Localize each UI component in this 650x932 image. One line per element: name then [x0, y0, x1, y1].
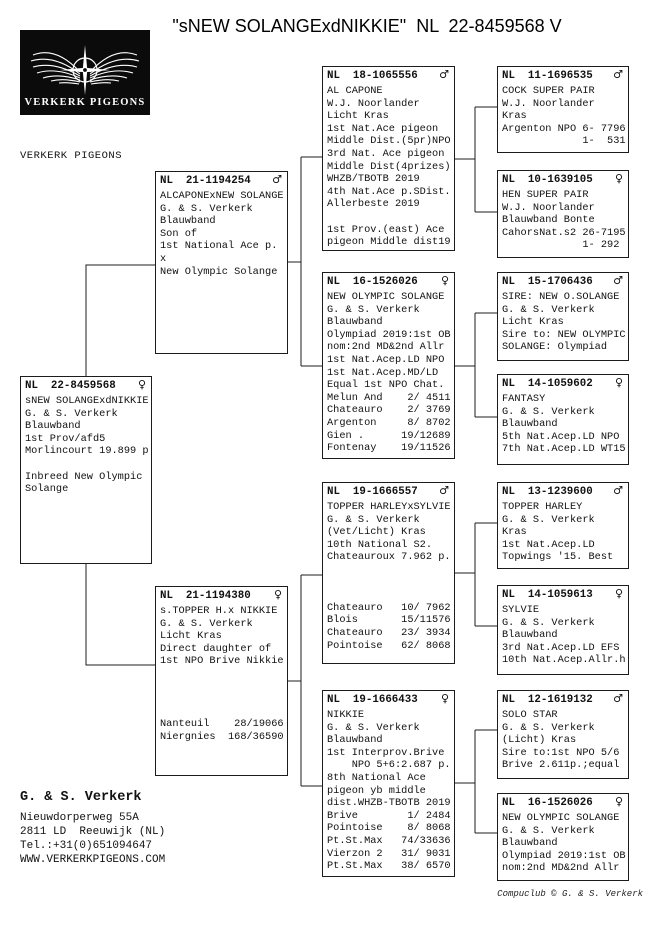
compuclub-credit: Compuclub © G. & S. Verkerk — [497, 889, 643, 899]
pedigree-box-dd-dam: NL 16-1526026 ♀ NEW OLYMPIC SOLANGE G. &… — [497, 793, 629, 881]
ring-number: NL 22-8459568 — [25, 380, 116, 392]
ring-header: NL 10-1639105 ♀ — [498, 171, 628, 187]
pedigree-box-sire-sire: NL 18-1065556 ♂ AL CAPONE W.J. Noorlande… — [322, 66, 455, 251]
male-icon: ♂ — [272, 173, 282, 186]
ring-number: NL 19-1666433 — [327, 694, 418, 706]
ring-header: NL 12-1619132 ♂ — [498, 691, 628, 707]
male-icon: ♂ — [613, 68, 623, 81]
pedigree-box-sire-dam: NL 16-1526026 ♀ NEW OLYMPIC SOLANGE G. &… — [322, 272, 455, 459]
male-icon: ♂ — [439, 484, 449, 497]
pedigree-details: NEW OLYMPIC SOLANGE G. & S. Verkerk Blau… — [502, 812, 626, 875]
ring-number: NL 19-1666557 — [327, 486, 418, 498]
owner-website: WWW.VERKERKPIGEONS.COM — [20, 854, 166, 866]
female-icon: ♀ — [614, 172, 623, 185]
ring-header: NL 22-8459568 ♀ — [21, 377, 151, 393]
ring-number: NL 11-1696535 — [502, 70, 593, 82]
ring-number: NL 16-1526026 — [502, 797, 593, 809]
male-icon: ♂ — [613, 484, 623, 497]
pedigree-details: NIKKIE G. & S. Verkerk Blauwband 1st Int… — [327, 709, 451, 873]
owner-name: G. & S. Verkerk — [20, 790, 142, 805]
ring-header: NL 16-1526026 ♀ — [498, 794, 628, 810]
watermark-text: VERKERK PIGEONS — [20, 150, 123, 162]
ring-header: NL 19-1666433 ♀ — [323, 691, 454, 707]
ring-header: NL 14-1059602 ♀ — [498, 375, 628, 391]
pedigree-details: HEN SUPER PAIR W.J. Noorlander Blauwband… — [502, 189, 626, 252]
pedigree-details: SIRE: NEW O.SOLANGE G. & S. Verkerk Lich… — [502, 291, 626, 354]
pedigree-details: COCK SUPER PAIR W.J. Noorlander Kras Arg… — [502, 85, 626, 148]
page-title: "sNEW SOLANGExdNIKKIE" NL 22-8459568 V — [172, 16, 562, 36]
pedigree-box-ss-dam: NL 10-1639105 ♀ HEN SUPER PAIR W.J. Noor… — [497, 170, 629, 258]
ring-header: NL 14-1059613 ♀ — [498, 586, 628, 602]
ring-header: NL 18-1065556 ♂ — [323, 67, 454, 83]
pedigree-box-subject: NL 22-8459568 ♀ sNEW SOLANGExdNIKKIE G. … — [20, 376, 152, 564]
ring-header: NL 16-1526026 ♀ — [323, 273, 454, 289]
pedigree-details: SYLVIE G. & S. Verkerk Blauwband 3rd Nat… — [502, 604, 626, 667]
ring-header: NL 19-1666557 ♂ — [323, 483, 454, 499]
pedigree-details: FANTASY G. & S. Verkerk Blauwband 5th Na… — [502, 393, 626, 456]
pedigree-details: ALCAPONExNEW SOLANGE G. & S. Verkerk Bla… — [160, 190, 284, 278]
ring-number: NL 13-1239600 — [502, 486, 593, 498]
female-icon: ♀ — [614, 795, 623, 808]
female-icon: ♀ — [273, 588, 282, 601]
pedigree-box-dam-dam: NL 19-1666433 ♀ NIKKIE G. & S. Verkerk B… — [322, 690, 455, 877]
pedigree-details: NEW OLYMPIC SOLANGE G. & S. Verkerk Blau… — [327, 291, 451, 455]
ring-header: NL 21-1194254 ♂ — [156, 172, 287, 188]
ring-number: NL 21-1194254 — [160, 175, 251, 187]
pedigree-box-sd-sire: NL 15-1706436 ♂ SIRE: NEW O.SOLANGE G. &… — [497, 272, 629, 361]
ring-header: NL 15-1706436 ♂ — [498, 273, 628, 289]
ring-number: NL 15-1706436 — [502, 276, 593, 288]
pedigree-box-dd-sire: NL 12-1619132 ♂ SOLO STAR G. & S. Verker… — [497, 690, 629, 779]
pedigree-details: TOPPER HARLEYxSYLVIE G. & S. Verkerk (Ve… — [327, 501, 451, 652]
owner-address-city: 2811 LD Reeuwijk (NL) — [20, 826, 166, 838]
compass-icon — [60, 45, 110, 95]
female-icon: ♀ — [614, 587, 623, 600]
pedigree-box-ss-sire: NL 11-1696535 ♂ COCK SUPER PAIR W.J. Noo… — [497, 66, 629, 153]
female-icon: ♀ — [440, 274, 449, 287]
female-icon: ♀ — [614, 376, 623, 389]
female-icon: ♀ — [440, 692, 449, 705]
pedigree-details: sNEW SOLANGExdNIKKIE G. & S. Verkerk Bla… — [25, 395, 149, 496]
male-icon: ♂ — [613, 692, 623, 705]
pedigree-box-ds-dam: NL 14-1059613 ♀ SYLVIE G. & S. Verkerk B… — [497, 585, 629, 675]
verkerk-pigeons-logo: VERKERK PIGEONS — [20, 30, 150, 115]
pedigree-box-ds-sire: NL 13-1239600 ♂ TOPPER HARLEY G. & S. Ve… — [497, 482, 629, 569]
ring-header: NL 13-1239600 ♂ — [498, 483, 628, 499]
pedigree-box-dam: NL 21-1194380 ♀ s.TOPPER H.x NIKKIE G. &… — [155, 586, 288, 776]
male-icon: ♂ — [439, 68, 449, 81]
ring-header: NL 21-1194380 ♀ — [156, 587, 287, 603]
owner-address-street: Nieuwdorperweg 55A — [20, 812, 139, 824]
ring-number: NL 21-1194380 — [160, 590, 251, 602]
pedigree-box-sire: NL 21-1194254 ♂ ALCAPONExNEW SOLANGE G. … — [155, 171, 288, 354]
owner-phone: Tel.:+31(0)651094647 — [20, 840, 153, 852]
pedigree-details: AL CAPONE W.J. Noorlander Licht Kras 1st… — [327, 85, 451, 249]
pedigree-details: s.TOPPER H.x NIKKIE G. & S. Verkerk Lich… — [160, 605, 284, 743]
pedigree-box-dam-sire: NL 19-1666557 ♂ TOPPER HARLEYxSYLVIE G. … — [322, 482, 455, 664]
ring-header: NL 11-1696535 ♂ — [498, 67, 628, 83]
ring-number: NL 14-1059613 — [502, 589, 593, 601]
female-icon: ♀ — [137, 378, 146, 391]
male-icon: ♂ — [613, 274, 623, 287]
ring-number: NL 10-1639105 — [502, 174, 593, 186]
pedigree-box-sd-dam: NL 14-1059602 ♀ FANTASY G. & S. Verkerk … — [497, 374, 629, 465]
ring-number: NL 12-1619132 — [502, 694, 593, 706]
pedigree-details: TOPPER HARLEY G. & S. Verkerk Kras 1st N… — [502, 501, 614, 564]
pedigree-details: SOLO STAR G. & S. Verkerk (Licht) Kras S… — [502, 709, 620, 772]
ring-number: NL 16-1526026 — [327, 276, 418, 288]
logo-brand-text: VERKERK PIGEONS — [25, 97, 146, 108]
ring-number: NL 18-1065556 — [327, 70, 418, 82]
ring-number: NL 14-1059602 — [502, 378, 593, 390]
